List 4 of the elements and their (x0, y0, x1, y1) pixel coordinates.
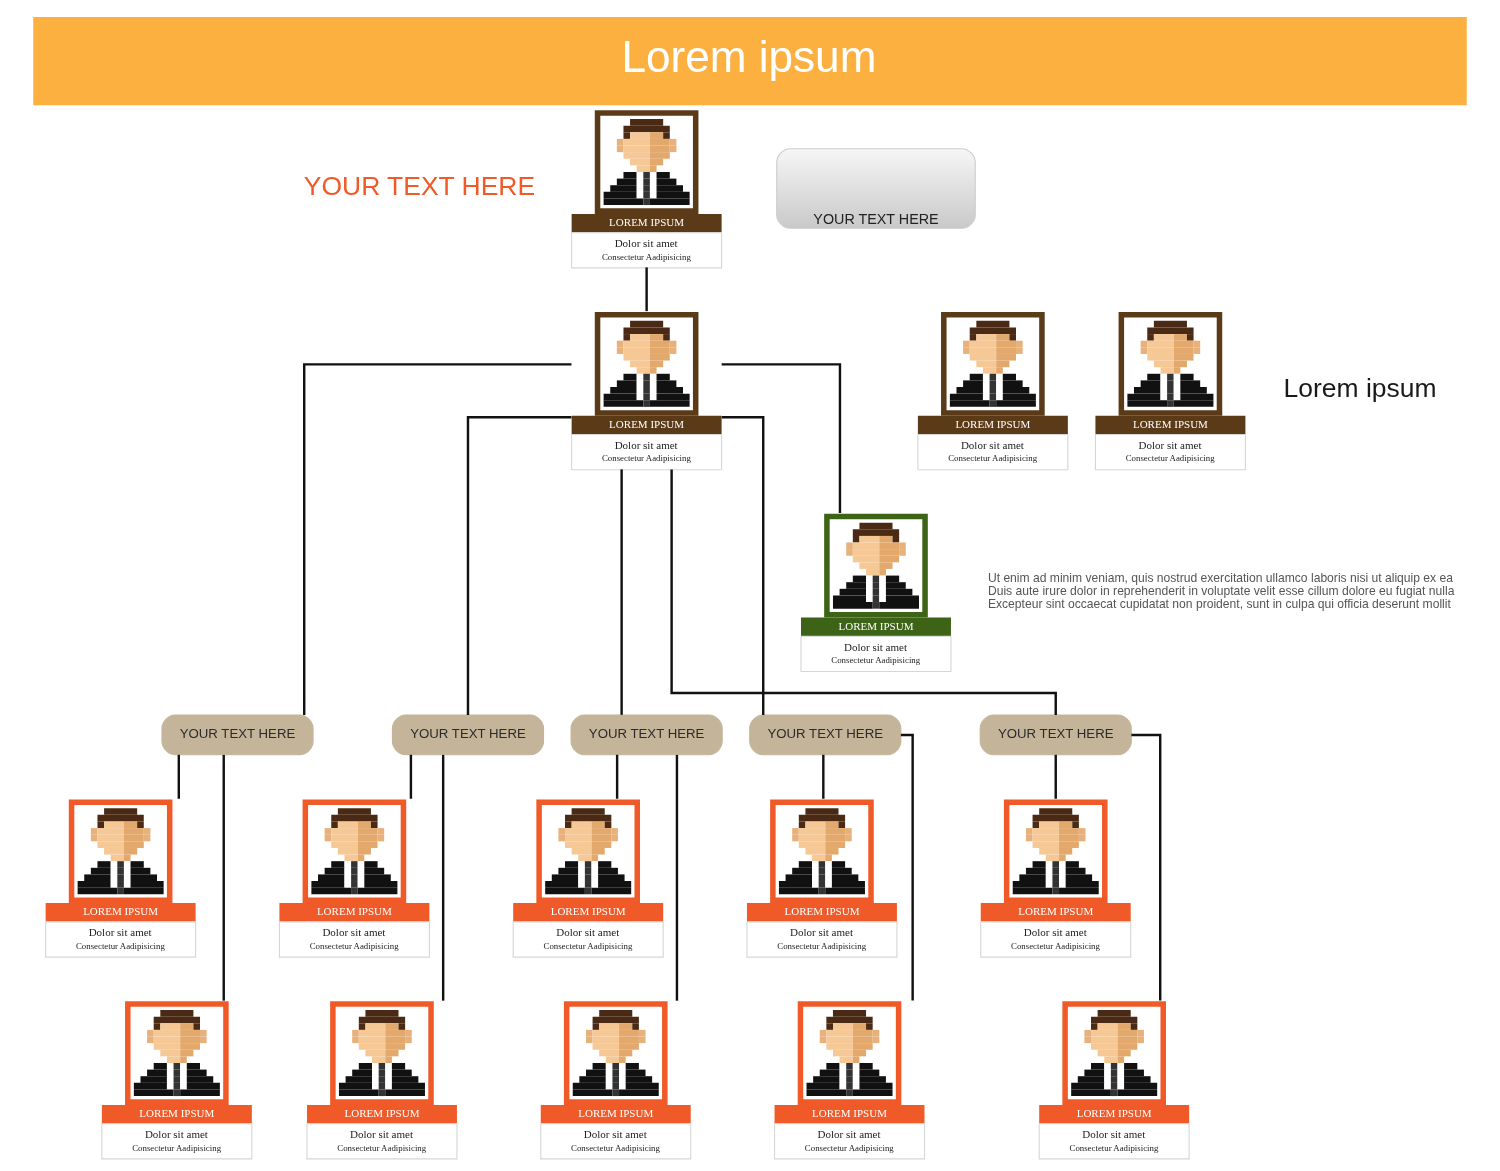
label: Ut enim ad minim veniam, quis nostrud exercitation ullamco laboris nisi ut aliquip ex ea Duis aute irure dolor in reprehenderit in voluptate velit esse cillum dolore eu fugiat nulla Excepteur sint occaecat cupidatat non proident, sunt in culpa qui officia deserunt mollit (987, 570, 1455, 612)
diagram-title: Lorem ipsum (621, 32, 877, 82)
label: Lorem ipsum (1283, 373, 1437, 404)
label: YOUR TEXT HERE (303, 171, 536, 202)
